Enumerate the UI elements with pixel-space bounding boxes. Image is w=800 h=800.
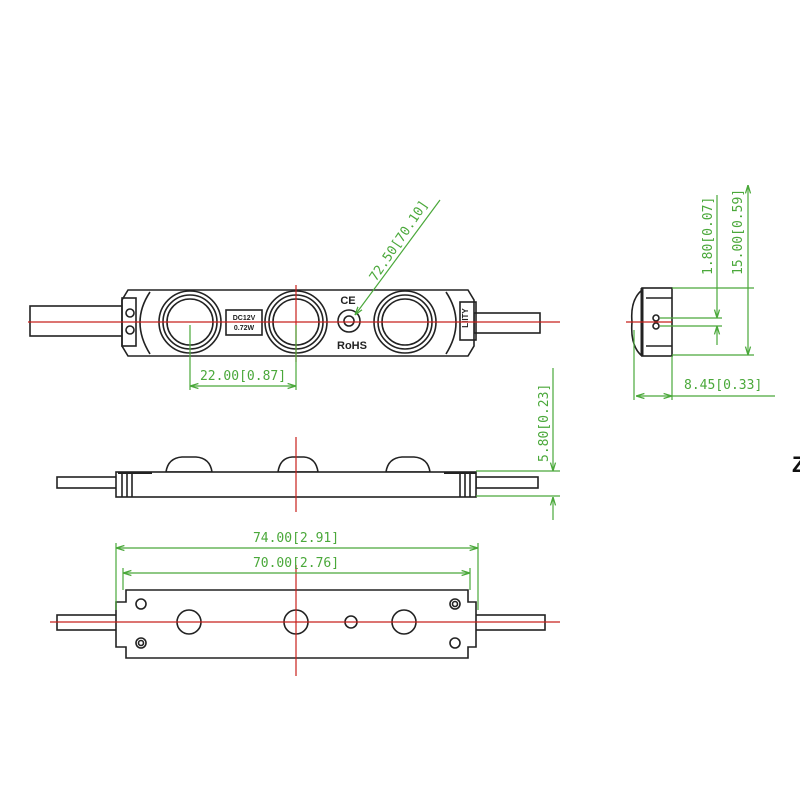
ce-mark: CE [340,295,355,307]
side-view: 1.80[0.07] 15.00[0.59] 8.45[0.33] [626,185,775,400]
right-wire [475,476,539,489]
end-cap [459,301,477,341]
left-wire [29,305,127,337]
clipped-edge-text: Z [792,452,800,477]
dimension-15-00: 15.00[0.59] [731,189,746,275]
rohs-mark: RoHS [337,340,367,352]
depth-dimension: 8.45[0.33] [684,378,762,393]
led-pitch-dimension: 22.00[0.87] [200,369,286,384]
front-view: LIITY DC12V 0.72W CE RoHS 22.00[0.87] 72… [28,198,560,390]
hole-diameter-dimension: 72.50[70.10] [367,198,432,284]
dimension-1-80: 1.80[0.07] [701,197,716,275]
body-length-dimension: 70.00[2.76] [253,556,339,571]
left-wire [56,476,118,489]
mount-hole [337,309,361,333]
overall-length-dimension: 74.00[2.91] [253,531,339,546]
hole-leader-line [355,199,441,315]
right-wire [473,312,541,334]
lens-dome [630,289,643,357]
bottom-view: 74.00[2.91] 70.00[2.76] [50,531,560,676]
power-text: 0.72W [234,325,255,332]
height-dimension: 5.80[0.23] [537,384,552,462]
voltage-text: DC12V [233,315,256,322]
profile-view: 5.80[0.23] [56,368,560,520]
end-cap-mark: LIITY [461,308,470,328]
